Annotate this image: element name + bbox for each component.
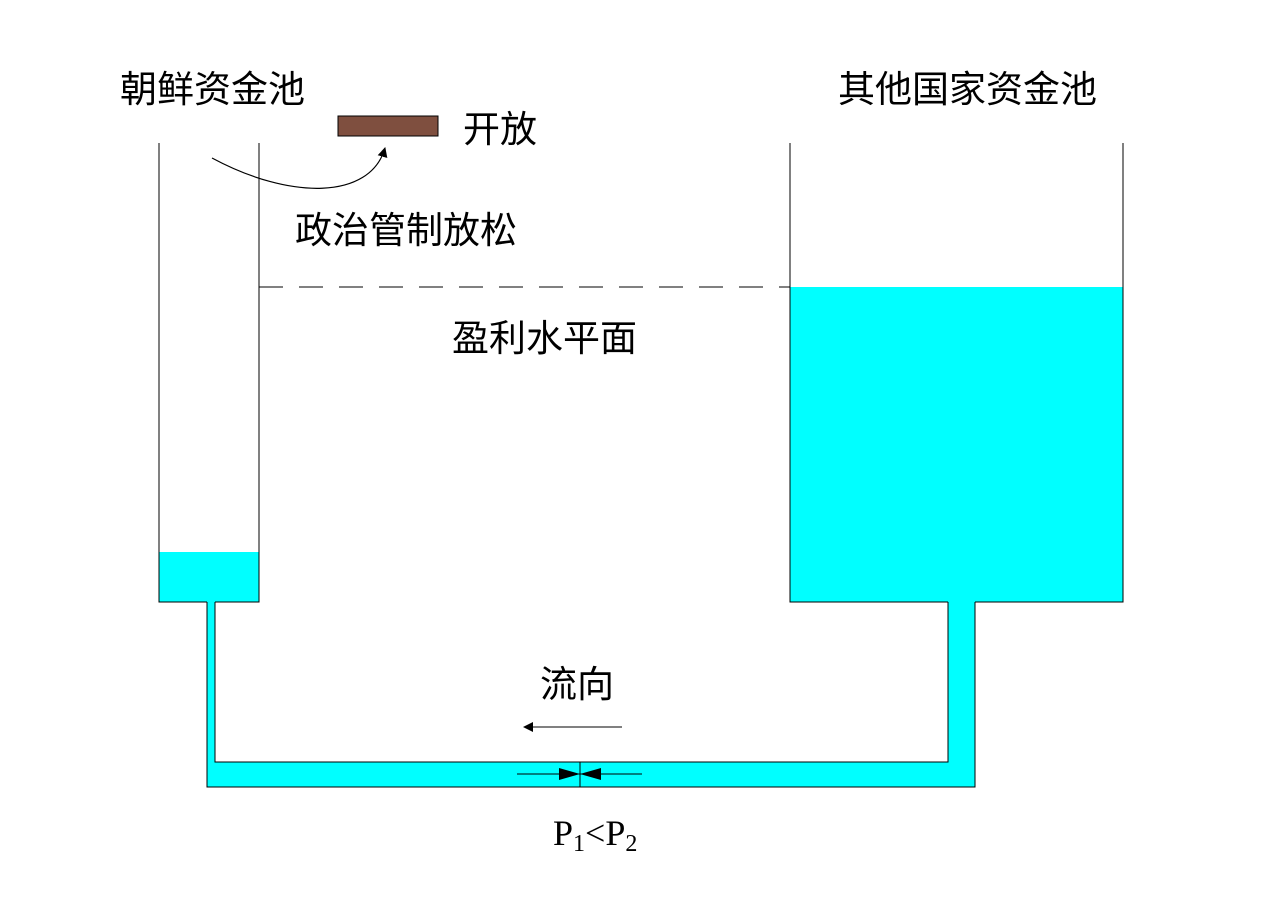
gate-label: 开放	[463, 108, 537, 151]
pressure-label: P1<P2	[553, 813, 637, 857]
left-pool-label: 朝鲜资金池	[120, 68, 305, 111]
pressure-sub-right: 2	[625, 831, 637, 857]
pressure-sub-left: 1	[573, 831, 585, 857]
valve-icon	[517, 762, 642, 787]
policy-arrow	[211, 147, 388, 189]
pressure-p-left: P	[553, 813, 573, 853]
connecting-pipe	[206, 602, 976, 788]
left-pool-water	[159, 552, 259, 602]
pressure-p-right: P	[605, 813, 625, 853]
gate-block	[337, 115, 439, 137]
connecting-pipe-water	[207, 602, 975, 787]
policy-label: 政治管制放松	[295, 209, 517, 252]
pressure-operator: <	[585, 813, 605, 853]
right-pool-tank	[789, 143, 1124, 603]
profit-level-label: 盈利水平面	[452, 317, 637, 360]
right-pool-label: 其他国家资金池	[838, 68, 1097, 111]
right-pool-water	[790, 287, 1123, 602]
flow-label: 流向	[540, 663, 614, 706]
left-pool-tank	[158, 143, 260, 603]
